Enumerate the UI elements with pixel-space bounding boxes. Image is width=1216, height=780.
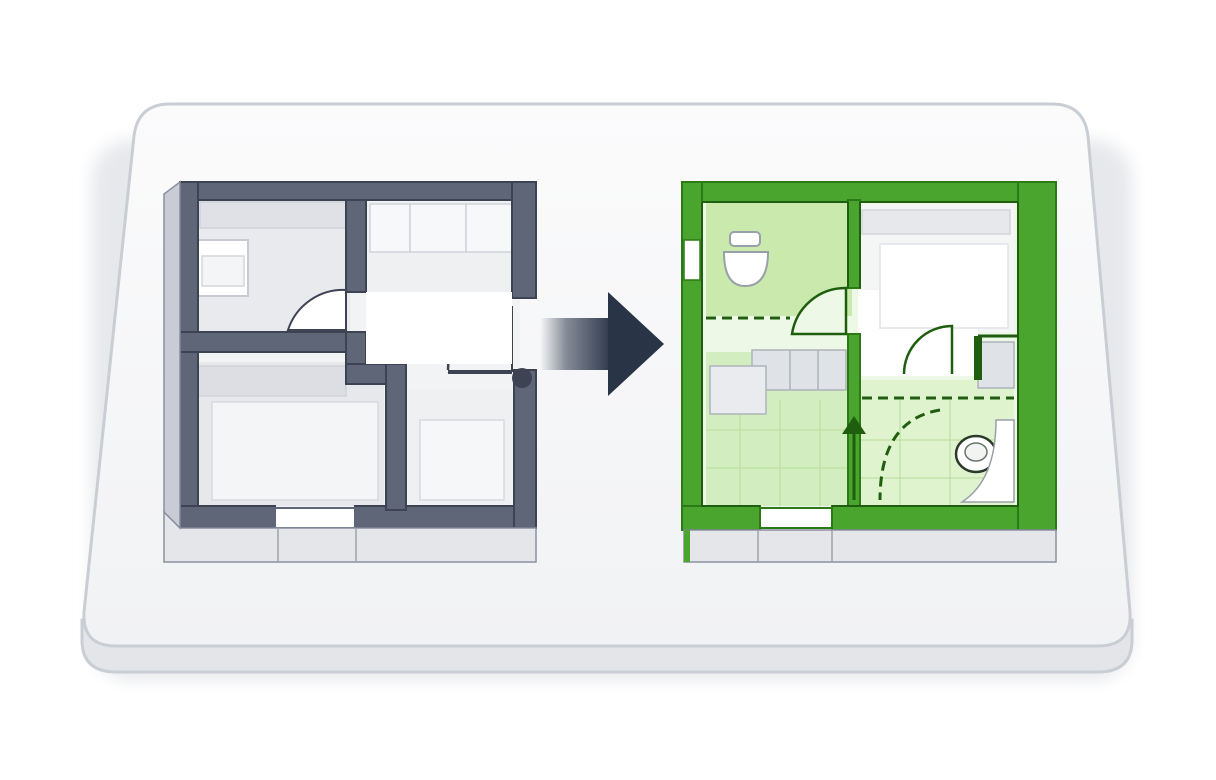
after-column [974, 336, 982, 380]
washbasin-icon [954, 434, 1000, 474]
after-floor-plan [681, 181, 1057, 563]
after-door-arc-1 [790, 286, 848, 336]
after-bathtub [959, 419, 1015, 503]
before-door-arc-1 [286, 288, 347, 331]
before-sofa [195, 365, 347, 397]
after-kitchen-counter [751, 349, 847, 391]
after-sink-unit [709, 365, 767, 415]
after-cabinet [977, 341, 1015, 389]
before-window [274, 507, 356, 529]
before-column [512, 368, 532, 388]
before-bath-fixture [419, 419, 505, 501]
arrow-head [608, 292, 664, 396]
before-base [163, 180, 537, 563]
before-bed-inner [201, 255, 245, 287]
before-kitchen-cab-3 [465, 203, 513, 253]
after-dashed-arc [878, 408, 941, 501]
after-window-left [683, 239, 701, 281]
entry-arrow-icon [842, 416, 866, 500]
before-kitchen-cab-2 [409, 203, 467, 253]
after-room-wardrobe [861, 209, 1011, 235]
after-window-bottom [759, 507, 833, 529]
before-hall [366, 292, 512, 364]
before-kitchen-cab-1 [369, 203, 411, 253]
toilet-icon [722, 231, 770, 288]
after-door-arc-2 [902, 324, 954, 375]
before-wardrobe [199, 201, 347, 229]
after-room-bed [879, 243, 1009, 329]
after-base [683, 529, 1057, 563]
after-wall-outlines [701, 201, 1019, 507]
before-table [211, 401, 379, 501]
transition-arrow [540, 292, 664, 396]
before-floor-plan [163, 180, 537, 563]
arrow-shaft [540, 318, 614, 370]
